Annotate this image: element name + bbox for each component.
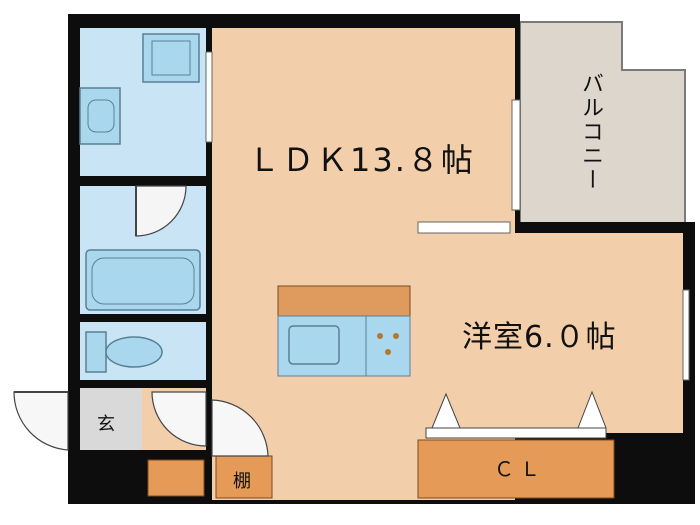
entrance-floor: [80, 388, 142, 450]
entrance-door-swing: [13, 391, 69, 451]
closet-door-track: [425, 427, 607, 439]
ldk-room-label: ＬＤＫ13.８帖: [248, 141, 475, 179]
closet-label: ＣＬ: [494, 457, 546, 481]
bedroom-door-opening: [417, 221, 511, 234]
bedroom-room-label: 洋室6.０帖: [462, 320, 617, 355]
entrance-label: 玄: [97, 414, 115, 435]
shoe-storage: [147, 459, 205, 497]
bath-door-swing: [135, 185, 187, 237]
toilet-bowl: [105, 336, 163, 368]
toilet-tank: [85, 331, 107, 373]
hall-door-swing: [211, 399, 269, 457]
balcony-label: バルコニー: [578, 72, 603, 192]
closet-door-right: [577, 390, 607, 429]
washing-machine-inner: [151, 40, 191, 76]
bathtub-inner: [91, 257, 195, 305]
washroom-window: [205, 51, 213, 143]
closet-door-left: [431, 392, 461, 429]
kitchen-sink: [288, 325, 340, 365]
closet-storage: [417, 439, 615, 499]
burner-1: [377, 333, 383, 339]
wash-basin-bowl: [87, 99, 115, 133]
kitchen-counter-top: [277, 285, 411, 317]
burner-3: [385, 349, 391, 355]
toilet-door-swing: [151, 391, 207, 447]
balcony-window: [511, 99, 521, 211]
shelf-label: 棚: [233, 471, 251, 492]
bedroom-floor: [418, 233, 683, 433]
burner-2: [393, 333, 399, 339]
bedroom-window: [682, 289, 690, 381]
